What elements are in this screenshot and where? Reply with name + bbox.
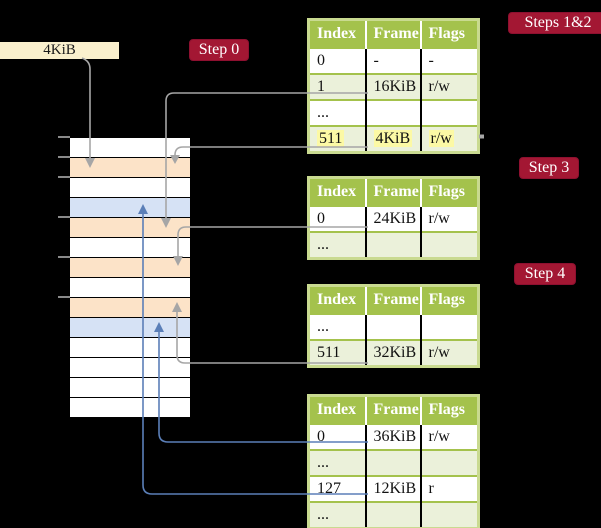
memory-row	[70, 178, 190, 198]
step-3-badge: Step 3	[519, 157, 579, 179]
page-table-step-3: Index Frame Flags 0 24KiB r/w ...	[307, 176, 480, 260]
memory-row	[70, 238, 190, 258]
col-header-index: Index	[308, 285, 366, 314]
page-table-step-4b: Index Frame Flags 0 36KiB r/w ... 127 12…	[307, 394, 480, 528]
steps-1-2-badge: Steps 1&2	[508, 12, 601, 34]
table-row: 0 24KiB r/w	[308, 205, 479, 232]
memory-row	[70, 298, 190, 318]
memory-row	[70, 378, 190, 398]
table-header-row: Index Frame Flags	[308, 285, 479, 314]
col-header-index: Index	[308, 19, 366, 48]
memory-row	[70, 278, 190, 298]
table-row: 0 36KiB r/w	[308, 423, 479, 450]
memory-tick	[58, 296, 70, 298]
memory-row	[70, 218, 190, 238]
memory-row	[70, 198, 190, 218]
highlighted-cell: r/w	[428, 130, 454, 147]
col-header-frame: Frame	[364, 285, 421, 314]
col-header-flags: Flags	[419, 395, 479, 424]
physical-memory-column	[70, 137, 190, 418]
table-row-highlighted: 511 4KiB r/w	[308, 125, 479, 153]
memory-tick	[58, 216, 70, 218]
col-header-flags: Flags	[419, 19, 479, 48]
table-header-row: Index Frame Flags	[308, 177, 479, 206]
memory-tick	[58, 156, 70, 158]
page-table-step-4a: Index Frame Flags ... 511 32KiB r/w	[307, 284, 480, 368]
table-row: ...	[308, 231, 479, 259]
table-row: 0 - -	[308, 47, 479, 74]
step-0-badge: Step 0	[189, 39, 249, 61]
memory-row	[70, 318, 190, 338]
table-row: ...	[308, 501, 479, 528]
page-table-steps-1-2: Index Frame Flags 0 - - 1 16KiB r/w ... …	[307, 18, 480, 154]
memory-row	[70, 158, 190, 178]
table-header-row: Index Frame Flags	[308, 395, 479, 424]
memory-tick	[58, 256, 70, 258]
table-row: 1 16KiB r/w	[308, 73, 479, 100]
memory-row	[70, 258, 190, 278]
highlighted-cell: 4KiB	[373, 130, 413, 147]
col-header-flags: Flags	[419, 177, 479, 206]
memory-tick	[58, 136, 70, 138]
memory-row	[70, 398, 190, 418]
frame-size-label: 4KiB	[0, 42, 119, 59]
memory-row	[70, 338, 190, 358]
table-row: ...	[308, 313, 479, 340]
table-row: ...	[308, 449, 479, 476]
col-header-frame: Frame	[364, 19, 421, 48]
table-row: ...	[308, 99, 479, 126]
table-row: 511 32KiB r/w	[308, 339, 479, 367]
table-header-row: Index Frame Flags	[308, 19, 479, 48]
col-header-frame: Frame	[364, 395, 421, 424]
memory-row	[70, 138, 190, 158]
col-header-frame: Frame	[364, 177, 421, 206]
memory-tick	[58, 176, 70, 178]
col-header-flags: Flags	[419, 285, 479, 314]
step-4-badge: Step 4	[514, 263, 576, 285]
memory-row	[70, 358, 190, 378]
col-header-index: Index	[308, 395, 366, 424]
table-row: 127 12KiB r	[308, 475, 479, 502]
highlighted-cell: 511	[317, 130, 345, 147]
col-header-index: Index	[308, 177, 366, 206]
